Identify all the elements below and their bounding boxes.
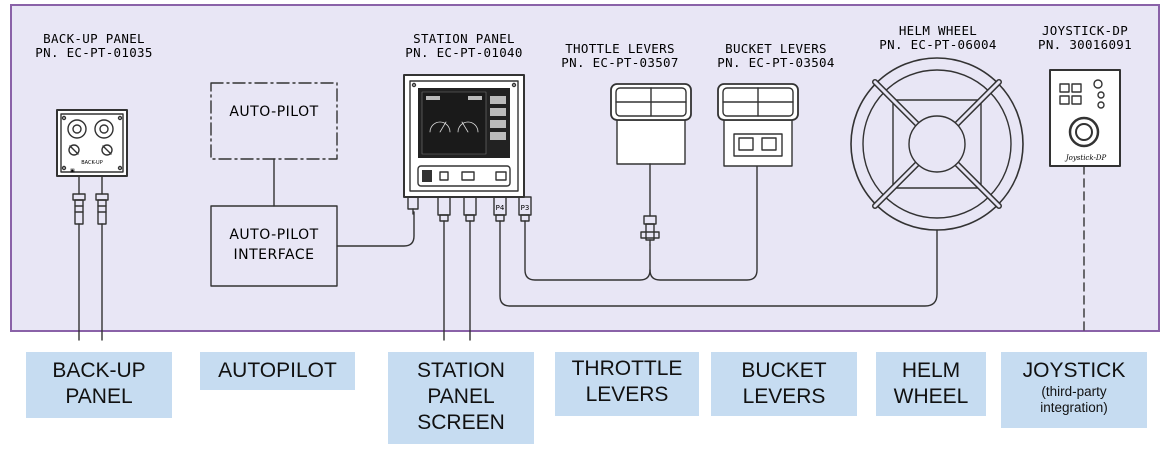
caption-bucket-line2: LEVERS	[742, 385, 826, 408]
backup-panel-connectors	[72, 175, 109, 341]
caption-autopilot-line1: AUTOPILOT	[218, 359, 337, 382]
joystick-pn: PN. 30016091	[1038, 37, 1132, 52]
helm-wheel-pn: PN. EC-PT-06004	[879, 37, 997, 52]
p4-cable-to-helm	[499, 220, 938, 307]
autopilot-box-label: AUTO-PILOT	[229, 104, 319, 120]
caption-throttle-line2: LEVERS	[585, 383, 669, 406]
p3-cable-to-levers	[524, 220, 651, 281]
interface-to-station-cable	[336, 211, 415, 247]
p4-label: P4	[496, 204, 505, 212]
caption-station-line3: SCREEN	[417, 411, 505, 434]
caption-backup-panel: BACK-UP PANEL	[26, 352, 172, 418]
caption-backup-line1: BACK-UP	[52, 359, 146, 382]
caption-helm-wheel: HELM WHEEL	[876, 352, 986, 416]
caption-bucket-levers: BUCKET LEVERS	[711, 352, 857, 416]
caption-bucket-line1: BUCKET	[741, 359, 827, 382]
station-panel-name: STATION PANEL	[413, 31, 515, 46]
caption-helm-line2: WHEEL	[893, 385, 969, 408]
helm-wheel-label: HELM WHEEL PN. EC-PT-06004	[868, 24, 1008, 52]
svg-text:BACK-UP: BACK-UP	[81, 160, 103, 166]
backup-panel-name: BACK-UP PANEL	[43, 31, 145, 46]
bucket-levers-device	[717, 83, 799, 167]
helm-wheel-name: HELM WHEEL	[898, 23, 978, 38]
joystick-device	[1049, 69, 1121, 331]
svg-text:▣: ▣	[70, 168, 75, 174]
caption-autopilot: AUTOPILOT	[200, 352, 355, 390]
throttle-levers-name: THOTTLE LEVERS	[565, 41, 675, 56]
p3-label: P3	[521, 204, 530, 212]
autopilot-interface-label: AUTO-PILOT INTERFACE	[211, 225, 337, 265]
bucket-cable	[649, 165, 758, 281]
caption-joystick-line3: integration)	[1040, 400, 1108, 415]
throttle-levers-label: THOTTLE LEVERS PN. EC-PT-03507	[550, 42, 690, 70]
caption-throttle-line1: THROTTLE	[571, 357, 683, 380]
helm-wheel-device	[850, 57, 1024, 231]
caption-station-panel: STATION PANEL SCREEN	[388, 352, 534, 444]
caption-joystick-line2: (third-party	[1041, 384, 1107, 399]
backup-panel-label: BACK-UP PANEL PN. EC-PT-01035	[24, 32, 164, 60]
throttle-levers-pn: PN. EC-PT-03507	[561, 55, 679, 70]
caption-joystick: JOYSTICK (third-party integration)	[1001, 352, 1147, 428]
autopilot-interface-line1: AUTO-PILOT	[229, 227, 319, 243]
caption-helm-line1: HELM	[901, 359, 961, 382]
joystick-name: JOYSTICK-DP	[1041, 23, 1129, 38]
joystick-brand-label: Joystick-DP	[1064, 154, 1107, 162]
backup-panel-pn: PN. EC-PT-01035	[35, 45, 153, 60]
caption-station-line1: STATION	[417, 359, 505, 382]
bucket-levers-label: BUCKET LEVERS PN. EC-PT-03504	[706, 42, 846, 70]
backup-panel-device: BACK-UP ▣	[56, 109, 128, 177]
diagram-background-panel	[10, 4, 1160, 332]
caption-throttle-levers: THROTTLE LEVERS	[555, 352, 699, 416]
throttle-levers-device	[610, 83, 692, 246]
station-panel-label: STATION PANEL PN. EC-PT-01040	[394, 32, 534, 60]
caption-station-line2: PANEL	[427, 385, 495, 408]
caption-joystick-line1: JOYSTICK	[1022, 359, 1126, 382]
joystick-label: JOYSTICK-DP PN. 30016091	[1018, 24, 1152, 52]
station-panel-device	[403, 74, 525, 198]
station-panel-pn: PN. EC-PT-01040	[405, 45, 523, 60]
bucket-levers-name: BUCKET LEVERS	[725, 41, 827, 56]
autopilot-interface-line2: INTERFACE	[233, 247, 315, 263]
caption-backup-line2: PANEL	[65, 385, 133, 408]
bucket-levers-pn: PN. EC-PT-03504	[717, 55, 835, 70]
